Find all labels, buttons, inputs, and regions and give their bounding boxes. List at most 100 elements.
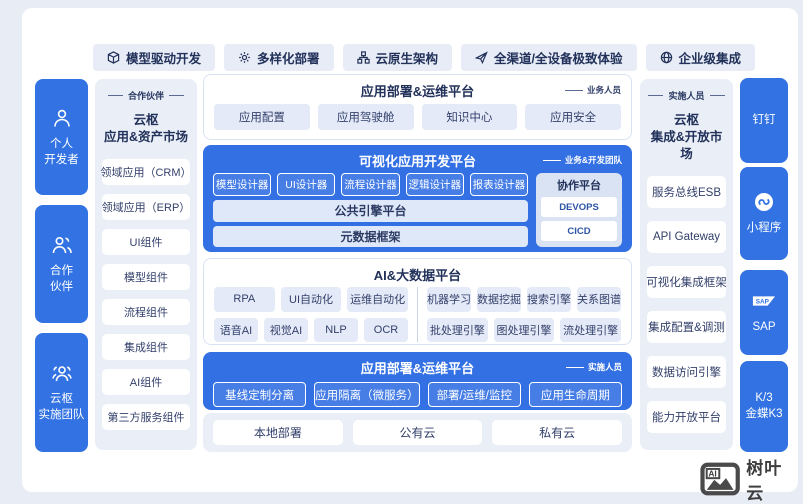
- role-label: 个人开发者: [44, 137, 79, 166]
- cloud-option[interactable]: 公有云: [352, 420, 483, 445]
- tab-diverse-deploy[interactable]: 多样化部署: [224, 44, 334, 71]
- people-icon: [52, 236, 72, 254]
- cloud-option[interactable]: 私有云: [492, 420, 623, 445]
- role-personal-developer[interactable]: 个人开发者: [35, 79, 88, 195]
- market-item[interactable]: 领域应用（ERP）: [102, 193, 190, 220]
- team-icon: [51, 366, 72, 382]
- integration-item[interactable]: 数据访问引擎: [647, 355, 726, 388]
- ai-item[interactable]: NLP: [314, 317, 358, 342]
- role-partner[interactable]: 合作伙伴: [35, 205, 88, 323]
- panel-title: 应用部署&运维平台: [360, 83, 475, 99]
- integration-open-market-panel: 实施人员 云枢集成&开放市场 服务总线ESB API Gateway 可视化集成…: [640, 79, 733, 450]
- deploy-bottom-item[interactable]: 部署/运维/监控: [427, 382, 521, 407]
- tab-omnichannel-experience[interactable]: 全渠道/全设备极致体验: [461, 44, 637, 71]
- deploy-top-item[interactable]: 应用安全: [525, 104, 621, 130]
- person-icon: [53, 109, 70, 127]
- bigdata-item[interactable]: 图处理引擎: [493, 317, 555, 342]
- cloud-option[interactable]: 本地部署: [213, 420, 343, 445]
- market-item[interactable]: AI组件: [102, 368, 190, 395]
- designer-item[interactable]: 逻辑设计器: [405, 173, 464, 196]
- implementer-tag: 实施人员: [647, 89, 726, 102]
- integration-item[interactable]: 能力开放平台: [647, 400, 726, 433]
- designer-item[interactable]: 流程设计器: [341, 173, 400, 196]
- partner-tag: 合作伙伴: [102, 89, 190, 102]
- cloud-options-panel: 本地部署 公有云 私有云: [203, 413, 632, 452]
- market-item[interactable]: 集成组件: [102, 333, 190, 360]
- deploy-bottom-item[interactable]: 应用生命周期: [528, 382, 623, 407]
- integration-item[interactable]: 服务总线ESB: [647, 175, 726, 208]
- engine-platform-bar[interactable]: 公共引擎平台: [213, 200, 528, 222]
- svg-text:SAP: SAP: [756, 299, 770, 306]
- biz-dev-team-tag: 业务&开发团队: [543, 154, 622, 166]
- globe-icon: [660, 51, 672, 64]
- visual-dev-platform-panel: 可视化应用开发平台 业务&开发团队 模型设计器 UI设计器 流程设计器 逻辑设计…: [203, 145, 632, 252]
- deploy-ops-top-panel: 应用部署&运维平台 业务人员 应用配置 应用驾驶舱 知识中心 应用安全: [203, 74, 632, 140]
- tab-label: 多样化部署: [257, 52, 320, 66]
- panel-title: AI&大数据平台: [373, 267, 462, 283]
- market-item[interactable]: UI组件: [102, 228, 190, 255]
- feature-tabs: 模型驱动开发 多样化部署 云原生架构 全渠道/全设备极致体验 企业级集成: [93, 44, 756, 71]
- bigdata-capabilities-group: 机器学习 数据挖掘 搜索引擎 关系图谱 批处理引擎 图处理引擎 流处理引擎: [427, 287, 622, 342]
- cube-icon: [107, 51, 120, 64]
- app-asset-market-panel: 合作伙伴 云枢应用&资产市场 领域应用（CRM） 领域应用（ERP） UI组件 …: [95, 79, 197, 450]
- designer-item[interactable]: 报表设计器: [469, 173, 529, 196]
- deploy-ops-bottom-panel: 应用部署&运维平台 实施人员 基线定制分离 应用隔离（微服务） 部署/运维/监控…: [203, 352, 632, 410]
- designer-item[interactable]: 模型设计器: [213, 173, 272, 196]
- market-item[interactable]: 模型组件: [102, 263, 190, 290]
- deploy-top-item[interactable]: 应用驾驶舱: [317, 104, 414, 130]
- brand-watermark: AI 树叶云: [700, 454, 798, 504]
- integration-item[interactable]: API Gateway: [647, 220, 726, 253]
- bigdata-item[interactable]: 机器学习: [427, 287, 471, 312]
- ai-item[interactable]: UI自动化: [280, 287, 342, 312]
- tab-label: 全渠道/全设备极致体验: [494, 52, 623, 66]
- market-item[interactable]: 流程组件: [102, 298, 190, 325]
- ai-item[interactable]: OCR: [364, 317, 408, 342]
- ai-item[interactable]: 语音AI: [214, 317, 258, 342]
- collab-item[interactable]: CICD: [541, 221, 617, 241]
- tab-enterprise-integration[interactable]: 企业级集成: [645, 44, 756, 71]
- app-asset-market-items: 领域应用（CRM） 领域应用（ERP） UI组件 模型组件 流程组件 集成组件 …: [100, 158, 192, 440]
- integration-market-items: 服务总线ESB API Gateway 可视化集成框架 集成配置&调测 数据访问…: [646, 175, 727, 440]
- ai-item[interactable]: RPA: [214, 287, 275, 312]
- ecosystem-miniprogram[interactable]: 小程序: [740, 167, 788, 260]
- designer-item[interactable]: UI设计器: [277, 173, 336, 196]
- bigdata-item[interactable]: 批处理引擎: [427, 317, 488, 342]
- tab-label: 云原生架构: [375, 52, 439, 66]
- tab-model-driven-dev[interactable]: 模型驱动开发: [93, 44, 216, 71]
- role-label: 云枢实施团队: [38, 393, 85, 421]
- market-item[interactable]: 第三方服务组件: [102, 403, 190, 430]
- bigdata-item[interactable]: 数据挖掘: [477, 287, 521, 312]
- ai-item[interactable]: 视觉AI: [264, 317, 308, 342]
- market-item[interactable]: 领域应用（CRM）: [100, 158, 192, 185]
- bigdata-item[interactable]: 关系图谱: [577, 287, 621, 312]
- metadata-framework-bar[interactable]: 元数据框架: [213, 225, 528, 247]
- ecosystem-sap[interactable]: SAP SAP: [740, 270, 788, 355]
- deploy-top-item[interactable]: 知识中心: [421, 104, 518, 130]
- gear-icon: [239, 52, 250, 63]
- center-stack: 应用部署&运维平台 业务人员 应用配置 应用驾驶舱 知识中心 应用安全 可视化应…: [203, 74, 632, 452]
- tab-cloud-native[interactable]: 云原生架构: [342, 44, 453, 71]
- deploy-bottom-item[interactable]: 应用隔离（微服务）: [314, 382, 420, 407]
- ecosystem-dingtalk[interactable]: 钉钉: [740, 78, 788, 163]
- collab-item[interactable]: DEVOPS: [541, 197, 617, 217]
- diagram-card: 模型驱动开发 多样化部署 云原生架构 全渠道/全设备极致体验 企业级集成 个人开…: [22, 8, 798, 503]
- ai-bigdata-panel: AI&大数据平台 RPA UI自动化 运维自动化 语音AI 视觉AI NLP O…: [203, 258, 632, 345]
- tab-label: 企业级集成: [678, 52, 742, 66]
- rocket-icon: [475, 51, 488, 64]
- implementer-tag: 实施人员: [566, 361, 622, 373]
- ai-item[interactable]: 运维自动化: [347, 287, 409, 312]
- tab-label: 模型驱动开发: [126, 52, 202, 66]
- ecosystem-label: 小程序: [746, 222, 782, 235]
- bigdata-item[interactable]: 流处理引擎: [560, 317, 622, 342]
- app-asset-market-title: 云枢应用&资产市场: [103, 113, 189, 144]
- deploy-top-item[interactable]: 应用配置: [214, 104, 310, 130]
- cluster-icon: [356, 51, 370, 64]
- ai-capabilities-group: RPA UI自动化 运维自动化 语音AI 视觉AI NLP OCR: [214, 287, 409, 342]
- bigdata-item[interactable]: 搜索引擎: [527, 287, 571, 312]
- integration-item[interactable]: 集成配置&调测: [647, 310, 726, 343]
- integration-item[interactable]: 可视化集成框架: [646, 265, 727, 298]
- deploy-bottom-item[interactable]: 基线定制分离: [213, 382, 307, 407]
- role-implementation-team[interactable]: 云枢实施团队: [35, 333, 88, 452]
